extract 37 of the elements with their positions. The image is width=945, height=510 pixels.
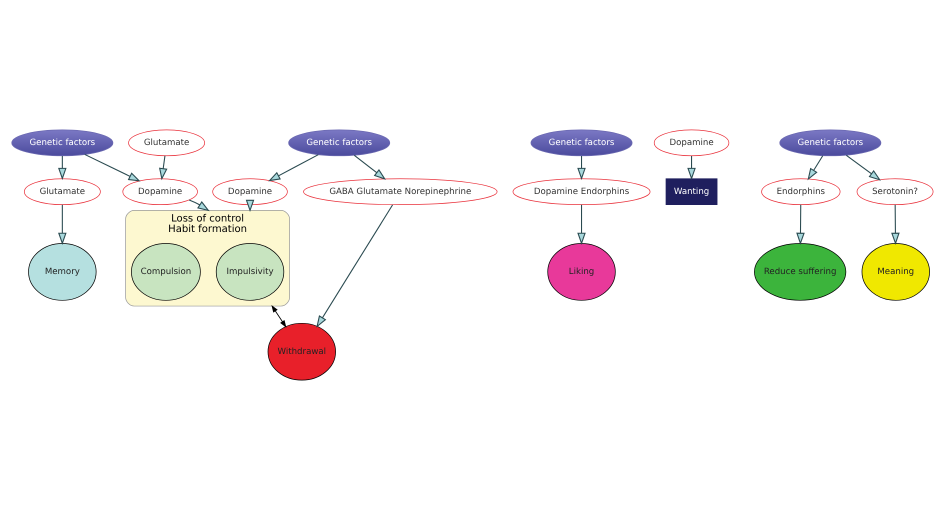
arrow bbox=[84, 154, 141, 182]
node-ellipse: Withdrawal bbox=[268, 322, 336, 380]
arrow bbox=[577, 204, 586, 245]
node-ellipse: Genetic factors bbox=[530, 130, 632, 156]
node-ellipse: Serotonin? bbox=[856, 178, 934, 206]
arrow bbox=[354, 154, 386, 180]
arrow bbox=[687, 156, 696, 180]
node-ellipse: Compulsion bbox=[131, 243, 201, 301]
arrow bbox=[796, 204, 805, 245]
node-ellipse: Dopamine Endorphins bbox=[512, 178, 650, 206]
arrow bbox=[268, 154, 319, 182]
arrow bbox=[58, 156, 67, 180]
node-ellipse: Glutamate bbox=[24, 178, 101, 206]
node-ellipse: Glutamate bbox=[128, 130, 205, 156]
arrow bbox=[891, 204, 900, 245]
node-ellipse: Liking bbox=[547, 243, 616, 301]
arrow bbox=[246, 200, 254, 212]
node-ellipse: Genetic factors bbox=[779, 130, 882, 156]
arrow bbox=[577, 156, 586, 180]
node-ellipse: Dopamine bbox=[654, 130, 730, 156]
arrow bbox=[807, 155, 824, 180]
node-ellipse: Endorphins bbox=[761, 178, 840, 206]
arrow bbox=[846, 154, 881, 181]
arrow bbox=[58, 204, 67, 245]
node-ellipse: Dopamine bbox=[122, 178, 198, 206]
arrow bbox=[316, 204, 394, 328]
node-ellipse: Memory bbox=[28, 243, 96, 301]
node-ellipse: Reduce suffering bbox=[754, 243, 846, 301]
node-ellipse: Meaning bbox=[862, 243, 930, 301]
node-ellipse: Impulsivity bbox=[216, 243, 284, 301]
node-box: Wanting bbox=[666, 178, 718, 206]
node-ellipse: Genetic factors bbox=[288, 130, 390, 156]
node-ellipse: Genetic factors bbox=[11, 130, 114, 156]
arrow bbox=[188, 200, 210, 212]
arrow bbox=[271, 304, 286, 328]
node-ellipse: GABA Glutamate Norepinephrine bbox=[303, 178, 498, 206]
arrow bbox=[159, 156, 168, 180]
